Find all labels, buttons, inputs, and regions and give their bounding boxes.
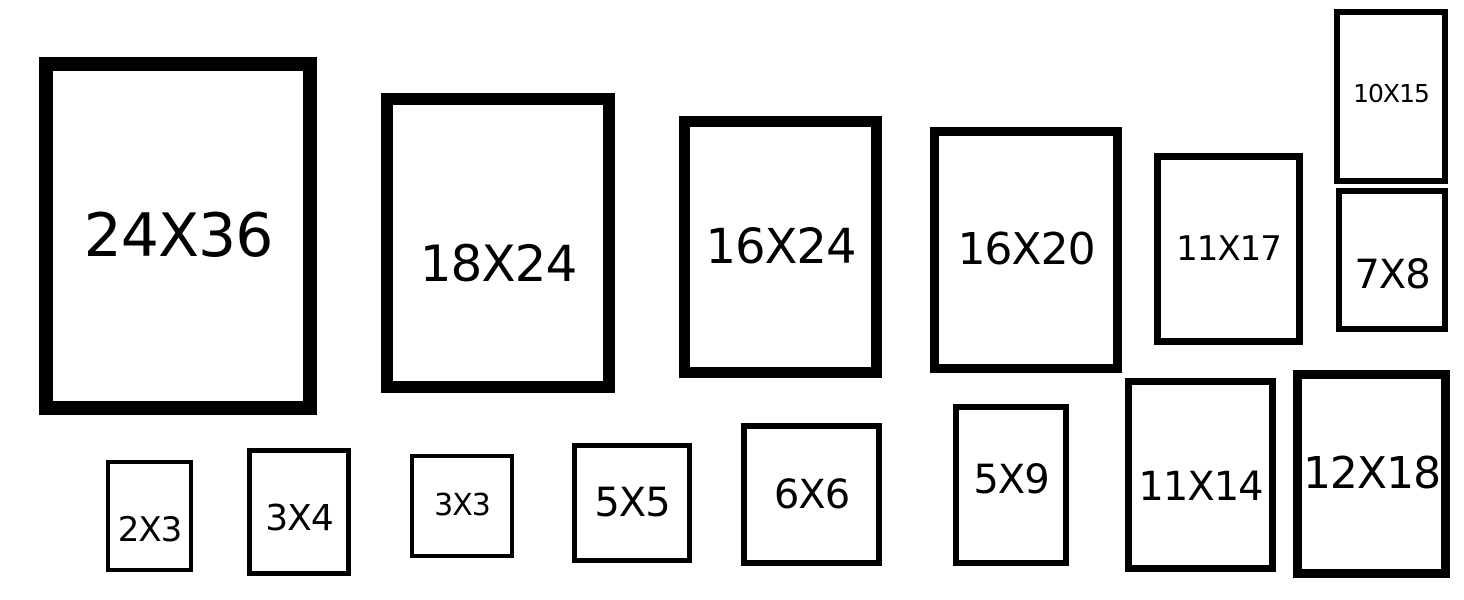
frame-size-label: 11X17	[1176, 229, 1282, 269]
frame-size-label: 12X18	[1302, 448, 1441, 499]
frame-size-label: 5X5	[594, 480, 670, 526]
frame-6x6: 6X6	[741, 423, 882, 566]
frame-size-label: 2X3	[117, 510, 183, 550]
frame-5x9: 5X9	[953, 404, 1069, 566]
frame-size-label: 5X9	[973, 457, 1049, 503]
frame-size-label: 16X20	[957, 224, 1095, 275]
frame-2x3: 2X3	[106, 460, 193, 572]
frame-16x20: 16X20	[930, 127, 1122, 373]
frame-18x24: 18X24	[381, 93, 615, 393]
frame-size-label: 3X3	[434, 488, 491, 523]
frame-5x5: 5X5	[572, 443, 692, 563]
frame-16x24: 16X24	[679, 116, 882, 378]
frame-3x3: 3X3	[410, 454, 514, 558]
frame-size-label: 3X4	[265, 498, 333, 539]
frame-size-label: 18X24	[419, 235, 577, 293]
frame-11x17: 11X17	[1154, 153, 1303, 345]
frame-size-label: 24X36	[83, 201, 274, 271]
frame-10x15: 10X15	[1334, 9, 1448, 184]
frame-12x18: 12X18	[1293, 370, 1450, 578]
frame-size-label: 6X6	[773, 471, 850, 518]
frame-size-label: 16X24	[705, 219, 856, 275]
frame-3x4: 3X4	[247, 448, 351, 576]
frame-size-label: 10X15	[1353, 79, 1430, 108]
frame-size-label: 11X14	[1138, 464, 1263, 510]
frame-24x36: 24X36	[39, 57, 317, 415]
frame-size-label: 7X8	[1354, 252, 1430, 298]
frame-11x14: 11X14	[1125, 378, 1276, 572]
frame-7x8: 7X8	[1336, 188, 1448, 332]
